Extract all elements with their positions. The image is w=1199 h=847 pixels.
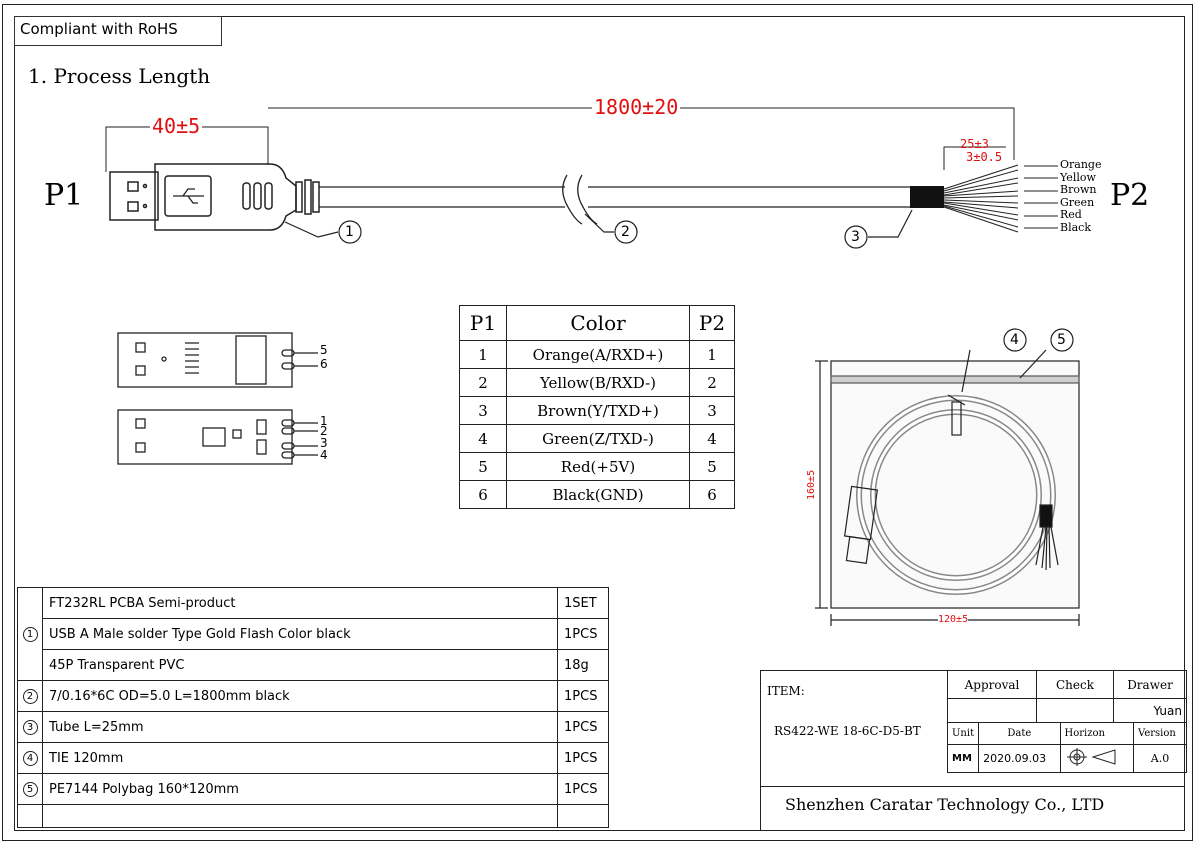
callout-leaders <box>284 209 913 249</box>
wire-fanout <box>943 164 1019 233</box>
dim-strip-length: 25±3 <box>960 137 989 151</box>
bag-height-dim: 160±5 <box>806 469 817 500</box>
usb-symbol-icon <box>173 188 204 204</box>
bag-width-dim: 120±5 <box>938 614 969 625</box>
bom-item-number: 3 <box>22 720 38 735</box>
bom-item-number: 5 <box>22 782 38 797</box>
pcb-pin-3: 3 <box>320 436 328 450</box>
cable-body <box>319 174 912 225</box>
connector-p2-label: P2 <box>1110 178 1150 213</box>
polybag-drawing <box>815 328 1080 626</box>
callout-5: 5 <box>1057 332 1066 348</box>
header-p1: P1 <box>459 305 507 341</box>
connector-p1-label: P1 <box>44 178 84 213</box>
wire-label-yellow: Yellow <box>1060 170 1096 184</box>
check-label: Check <box>1036 670 1114 699</box>
overmold-housing <box>154 163 297 231</box>
bom-item-number: 2 <box>22 689 38 704</box>
bom-item-number: 4 <box>22 751 38 766</box>
section-title: 1. Process Length <box>28 64 211 88</box>
wire-label-orange: Orange <box>1060 158 1102 171</box>
dim-plug-length: 40±5 <box>150 114 203 138</box>
wire-labels: Orange Yellow Brown Green Red Black <box>1060 158 1102 235</box>
dim-tin-length: 3±0.5 <box>966 150 1003 164</box>
rohs-compliance-label: Compliant with RoHS <box>14 16 222 46</box>
wire-label-red: Red <box>1060 208 1082 222</box>
drawer-name: Yuan <box>1113 698 1187 723</box>
pcb-pin-5: 5 <box>320 343 328 357</box>
pin-table-header: P1 Color P2 <box>459 305 735 341</box>
pcb-pin-2: 2 <box>320 424 328 438</box>
pcb-pin-6: 6 <box>320 357 328 371</box>
pcb-top-view <box>117 332 318 388</box>
wire-label-green: Green <box>1060 195 1095 209</box>
version-label: Version <box>1133 722 1187 745</box>
strain-relief <box>295 179 320 215</box>
dimension-lines <box>105 107 1015 172</box>
callout-4: 4 <box>1010 332 1019 348</box>
callout-3: 3 <box>851 229 860 245</box>
wire-label-brown: Brown <box>1060 183 1097 197</box>
date-value: 2020.09.03 <box>978 744 1061 773</box>
drawing-frame <box>2 4 1193 841</box>
wire-label-black: Black <box>1060 220 1091 234</box>
date-label: Date <box>978 722 1061 745</box>
table-row <box>17 804 609 828</box>
item-label: ITEM: <box>767 684 805 698</box>
header-p2: P2 <box>689 305 735 341</box>
drawer-label: Drawer <box>1113 670 1187 699</box>
pcb-pin-1: 1 <box>320 414 328 428</box>
unit-value: MM <box>946 744 980 773</box>
table-row: USB A Male solder Type Gold Flash Color … <box>18 618 609 650</box>
drawing-inner-frame <box>14 16 1185 831</box>
pcb-pin-4: 4 <box>320 448 328 462</box>
company-name: Shenzhen Caratar Technology Co., LTD <box>785 795 1105 814</box>
callout-1: 1 <box>345 224 354 240</box>
heat-shrink-tube <box>910 186 944 208</box>
dim-total-length: 1800±20 <box>592 95 681 119</box>
version-value: A.0 <box>1133 744 1187 773</box>
header-color: Color <box>506 305 690 341</box>
callout-2: 2 <box>621 224 630 240</box>
wire-label-leaders <box>1024 165 1058 229</box>
horizon-label: Horizon <box>1059 722 1135 745</box>
bom-item-number: 1 <box>22 627 38 642</box>
unit-label: Unit <box>946 722 980 745</box>
usb-plug-icon <box>109 171 159 221</box>
company-divider <box>761 786 1185 787</box>
item-value: RS422-WE 18-6C-D5-BT <box>774 724 921 738</box>
projection-symbol-icon <box>1066 748 1116 766</box>
pcb-bottom-view <box>117 409 318 465</box>
approval-label: Approval <box>947 670 1037 699</box>
